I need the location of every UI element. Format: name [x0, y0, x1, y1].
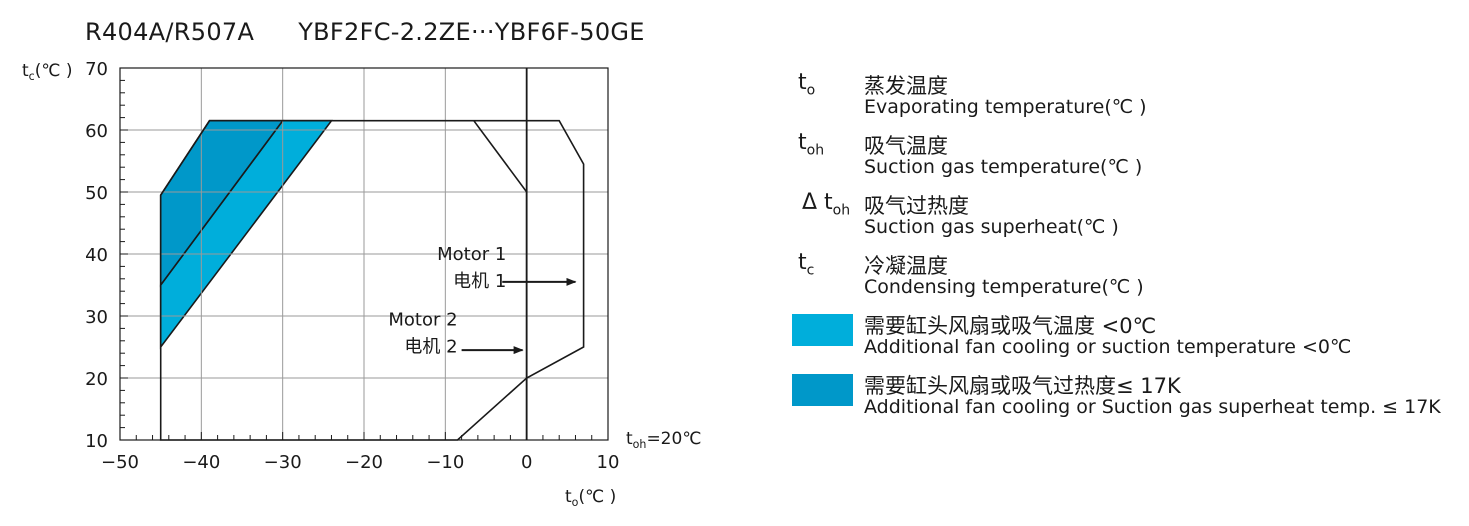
- legend-label-zh: 需要缸头风扇或吸气过热度≤ 17K: [864, 374, 1181, 398]
- legend-symbol: to: [798, 70, 816, 99]
- legend-label-zh: 冷凝温度: [864, 254, 948, 278]
- legend-label-en: Additional fan cooling or Suction gas su…: [864, 396, 1441, 418]
- y-tick-label: 30: [85, 307, 108, 328]
- legend-label-zh: 吸气过热度: [864, 194, 969, 218]
- x-tick-label: −40: [182, 452, 220, 473]
- envelope-motor_1_envelope: [159, 119, 585, 441]
- legend-symbol: Δ toh: [802, 190, 851, 219]
- legend-swatch-light-blue: [792, 314, 853, 346]
- annotation-motor-1-zh: 电机 1: [453, 271, 506, 292]
- refrigerant-label: R404A/R507A: [85, 18, 255, 46]
- legend-label-zh: 需要缸头风扇或吸气温度 <0℃: [864, 314, 1157, 338]
- x-tick-label: −50: [101, 452, 139, 473]
- annotation-motor-2-zh: 电机 2: [404, 336, 457, 357]
- x-tick-label: −10: [426, 452, 464, 473]
- suction-temp-condition-label: toh=20℃: [626, 429, 701, 451]
- y-tick-label: 20: [85, 369, 108, 390]
- y-tick-label: 10: [85, 431, 108, 452]
- legend-label-en: Suction gas superheat(℃ ): [864, 216, 1119, 238]
- envelope-motor_2_envelope: [473, 120, 528, 440]
- x-tick-label: 0: [521, 452, 532, 473]
- legend-label-zh: 蒸发温度: [864, 74, 948, 98]
- chart-title: R404A/R507A YBF2FC-2.2ZE···YBF6F-50GE: [85, 18, 645, 46]
- x-tick-label: −30: [264, 452, 302, 473]
- y-tick-label: 60: [85, 121, 108, 142]
- legend-symbol: toh: [798, 130, 825, 159]
- legend-label-en: Additional fan cooling or suction temper…: [864, 336, 1352, 358]
- legend-label-en: Condensing temperature(℃ ): [864, 276, 1144, 298]
- legend-label-en: Suction gas temperature(℃ ): [864, 156, 1143, 178]
- legend-symbol: tc: [798, 250, 815, 279]
- y-axis-label: tc(℃ ): [22, 61, 73, 83]
- y-tick-label: 50: [85, 183, 108, 204]
- x-tick-label: −20: [345, 452, 383, 473]
- legend-label-en: Evaporating temperature(℃ ): [864, 96, 1147, 118]
- annotation-motor-1-en: Motor 1: [437, 244, 506, 265]
- y-tick-label: 40: [85, 245, 108, 266]
- annotation-motor-2-en: Motor 2: [388, 309, 457, 330]
- legend-swatch-dark-blue: [792, 374, 853, 406]
- x-tick-label: 10: [597, 452, 620, 473]
- y-tick-label: 70: [85, 59, 108, 80]
- model-range-label: YBF2FC-2.2ZE···YBF6F-50GE: [298, 18, 645, 46]
- legend-label-zh: 吸气温度: [864, 134, 948, 158]
- x-axis-label: to(℃ ): [565, 487, 616, 509]
